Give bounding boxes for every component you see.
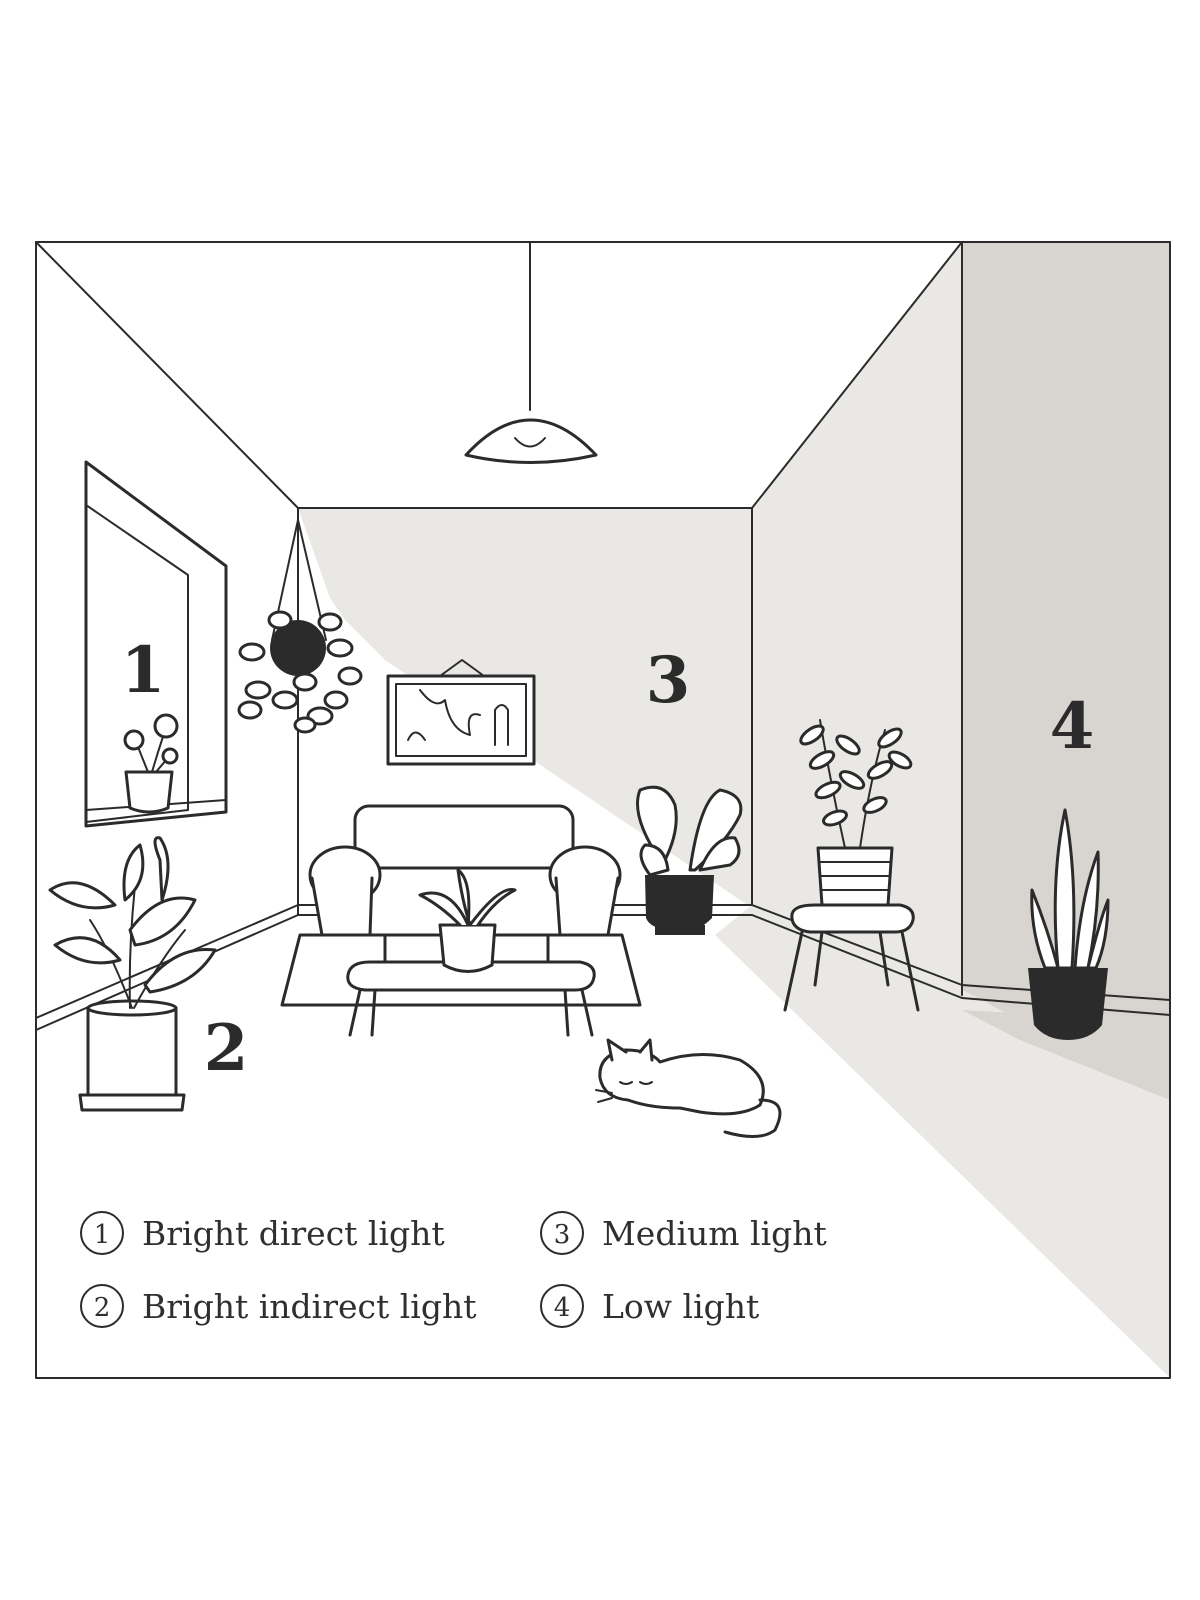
sleeping-cat-icon: [595, 1038, 782, 1138]
ceiling-edge-left: [35, 241, 299, 509]
legend-label: Bright indirect light: [142, 1287, 476, 1326]
pendant-lamp-icon: [464, 418, 598, 464]
legend-number-circle: [80, 1211, 124, 1255]
stool-top: [790, 903, 915, 934]
monstera-pot-base: [655, 925, 705, 935]
legend-number-circle: [80, 1284, 124, 1328]
legend-item-2: 2 Bright indirect light: [80, 1284, 476, 1328]
sofa-back: [353, 804, 575, 878]
floor-shadow-dark: [962, 1010, 1170, 1100]
legend-number: 2: [94, 1293, 111, 1323]
sofa-arm-right-side: [554, 876, 620, 937]
flower-icon: [153, 713, 179, 739]
zz-plant-leaves: [799, 719, 913, 849]
window-inner: [85, 504, 189, 823]
legend-label: Low light: [602, 1287, 759, 1326]
legend-number-circle: [540, 1284, 584, 1328]
zone-number-4: 4: [1050, 689, 1095, 764]
table-plant-pot-icon: [438, 923, 497, 973]
legend-number: 3: [554, 1220, 571, 1250]
zone-number-1: 1: [121, 633, 166, 708]
legend-item-1: 1 Bright direct light: [80, 1211, 445, 1255]
monstera-leaves: [636, 785, 743, 877]
legend-item-3: 3 Medium light: [540, 1211, 827, 1255]
monstera-pot-icon: [645, 875, 714, 930]
floor-plant-pot-icon: [86, 1006, 178, 1097]
legend-item-4: 4 Low light: [540, 1284, 759, 1328]
flower-icon: [161, 747, 179, 765]
table-plant-leaves: [418, 868, 517, 927]
coffee-table-legs: [348, 988, 594, 1037]
floor-plant-leaves: [48, 836, 217, 1009]
stool-pot-stripes: [818, 861, 892, 891]
room-frame: [35, 241, 1171, 1379]
picture-frame: [386, 674, 536, 766]
flower-icon: [123, 729, 145, 751]
snake-plant-leaves: [1030, 808, 1110, 970]
zone-number-3: 3: [646, 643, 691, 718]
picture-art: [407, 689, 509, 746]
legend-label: Medium light: [602, 1214, 827, 1253]
picture-inner: [395, 683, 527, 757]
floor-plant-saucer: [78, 1093, 186, 1112]
right-wall: [752, 242, 962, 990]
hanging-plant-leaves: [237, 610, 363, 734]
legend: 1 Bright direct light 2 Bright indirect …: [80, 1211, 827, 1328]
lamp-bulb: [514, 437, 546, 448]
legend-number-circle: [540, 1211, 584, 1255]
floor-shadow: [715, 905, 1170, 1378]
sofa-arm-left-side: [310, 876, 374, 937]
low-light-panel: [962, 242, 1170, 1100]
legend-label: Bright direct light: [142, 1214, 445, 1253]
legend-number: 4: [554, 1293, 571, 1323]
windowsill-pot-icon: [124, 770, 174, 814]
ceiling-edge-right: [751, 241, 963, 509]
snake-plant-pot-icon: [1028, 968, 1108, 1040]
stool-legs: [783, 930, 920, 1012]
picture-hanger: [439, 659, 485, 677]
legend-number: 1: [94, 1220, 111, 1250]
zone-number-2: 2: [204, 1011, 249, 1086]
coffee-table-top: [346, 960, 596, 992]
hanging-pot-icon: [270, 620, 326, 676]
